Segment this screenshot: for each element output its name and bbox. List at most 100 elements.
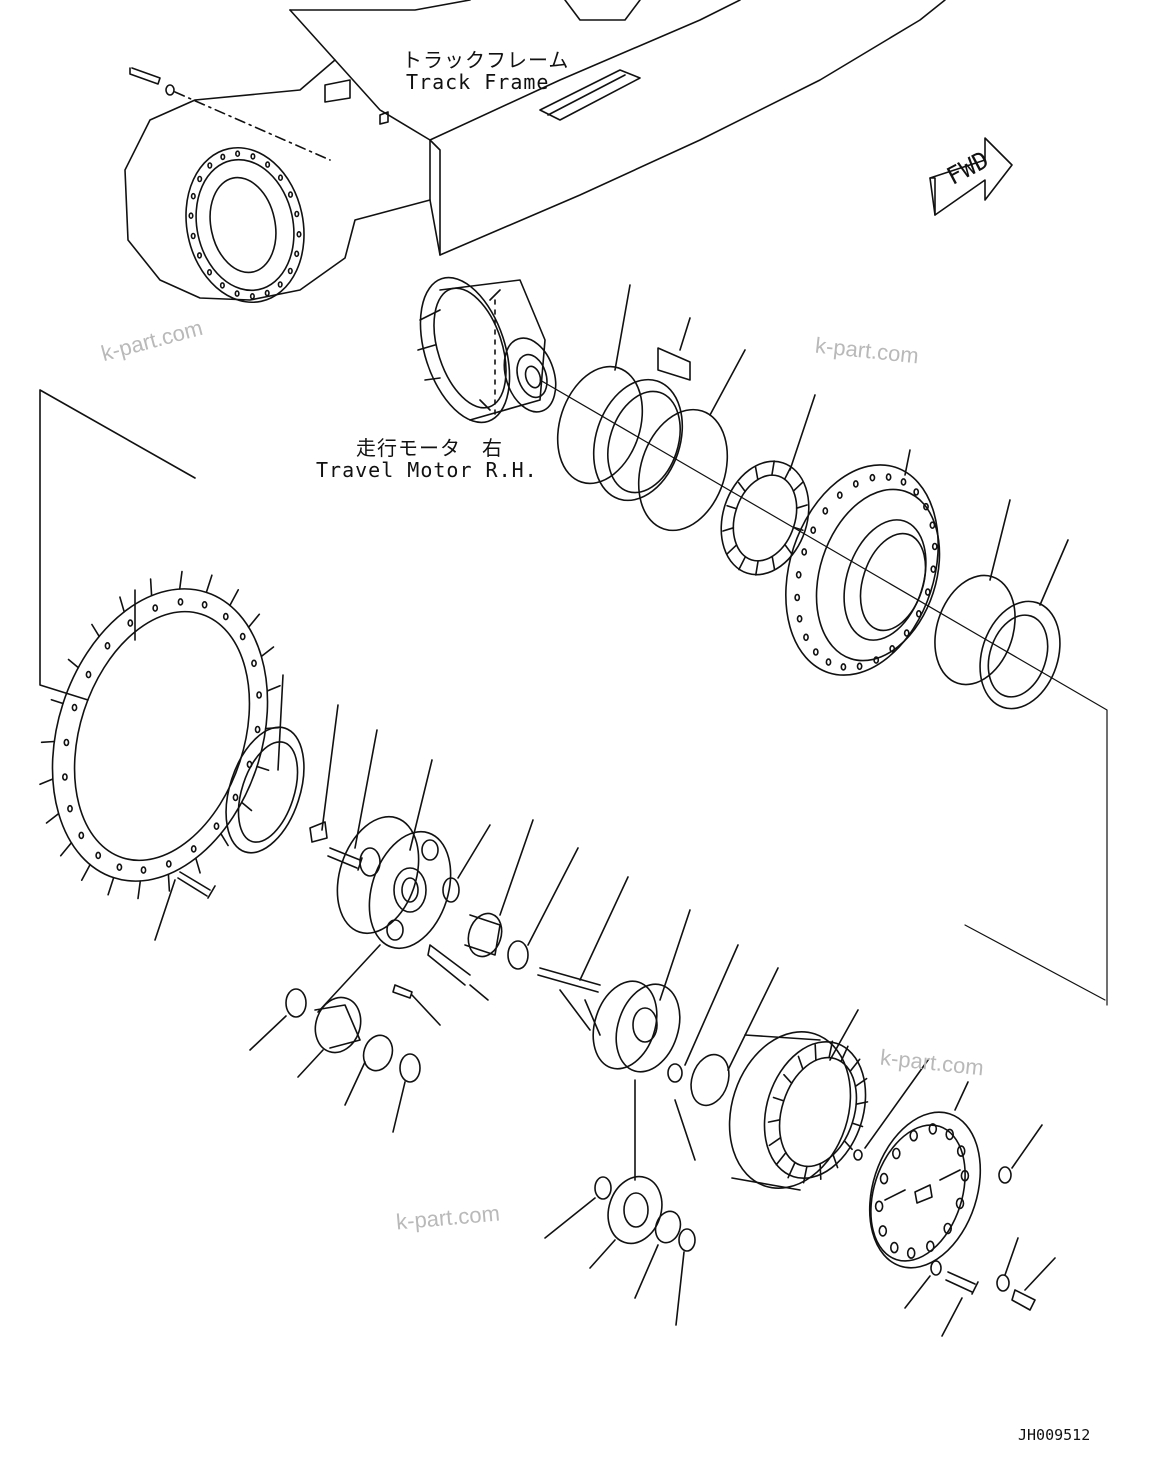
bolt-hole — [190, 192, 196, 200]
roller — [738, 555, 747, 571]
gear-tooth — [832, 1154, 839, 1169]
bolt-hole — [104, 641, 111, 650]
sprocket-tooth — [178, 570, 183, 590]
sprocket-tooth — [45, 812, 60, 824]
bolt-hole — [277, 174, 284, 181]
bolt-hole — [67, 804, 73, 813]
travel-motor — [417, 276, 1108, 1006]
gear-tooth — [819, 1162, 822, 1180]
cover-ring — [225, 674, 378, 871]
bolt-hole — [222, 612, 229, 621]
bolt-hole — [190, 232, 196, 240]
bolt-hole — [915, 609, 922, 618]
bolt-hole — [294, 250, 300, 258]
bolt-head — [945, 1128, 955, 1141]
track-frame — [124, 0, 946, 304]
small-parts — [392, 819, 629, 1036]
bolt-hole — [239, 632, 246, 641]
roller — [771, 555, 776, 571]
lower-bearings — [544, 1175, 696, 1326]
bolt-hole — [62, 773, 68, 781]
bolt-hole — [265, 161, 271, 168]
bolt-hole — [794, 593, 801, 602]
bolt-hole — [913, 488, 920, 496]
sprocket-tooth — [40, 740, 56, 744]
bolt-hole — [220, 153, 226, 161]
bolt-head — [928, 1123, 938, 1135]
bolt-hole — [213, 822, 220, 831]
roller — [771, 460, 776, 476]
bolt-hole — [249, 292, 255, 300]
bolt-hole — [287, 191, 294, 198]
sprocket-tooth — [39, 778, 54, 786]
bolt-hole — [207, 162, 213, 169]
sprocket-tooth — [59, 841, 73, 857]
bolt-head — [878, 1225, 888, 1237]
track-frame-label-jp: トラックフレーム — [402, 48, 570, 72]
bolt-hole — [201, 600, 208, 609]
sprocket-tooth — [247, 613, 261, 629]
gear-tooth — [854, 1077, 868, 1088]
gear-tooth — [840, 1045, 849, 1063]
roller — [726, 544, 738, 555]
bolt-hole — [900, 478, 907, 486]
sprocket-tooth — [266, 684, 281, 692]
ring-gear — [728, 1009, 869, 1191]
bolt-head — [909, 1129, 919, 1142]
sprocket-tooth — [91, 623, 100, 638]
bolt-hole — [931, 542, 938, 551]
roller — [722, 526, 735, 532]
bolt-hole — [206, 268, 213, 276]
sprocket — [39, 389, 281, 941]
bolt-hole — [85, 670, 92, 679]
bolt-hole — [889, 644, 896, 653]
sprocket-tooth — [149, 578, 153, 597]
bolt-hole — [930, 565, 937, 574]
bolt-hole — [197, 175, 203, 183]
bolt-hole — [836, 491, 843, 500]
bolt-head — [956, 1145, 966, 1157]
bolt-head — [925, 1240, 935, 1253]
roller — [792, 481, 804, 492]
bolt-hole — [296, 231, 302, 238]
sprocket-tooth — [260, 646, 275, 658]
bolt-hole — [116, 863, 123, 872]
bolt-hole — [803, 633, 809, 642]
bolt-hole — [929, 521, 936, 530]
bolt-hole — [822, 507, 829, 515]
bolt-hole — [885, 473, 892, 481]
sprocket-tooth — [240, 801, 253, 812]
sprocket-tooth — [256, 765, 270, 772]
gear-tooth — [783, 1073, 793, 1085]
bolt-hole — [924, 588, 931, 596]
bolt-hole — [825, 658, 832, 666]
bolt-hole — [190, 845, 197, 853]
gear-tooth — [828, 1040, 834, 1059]
bolt-hole — [795, 570, 802, 579]
track-frame-label-en: Track Frame — [406, 70, 550, 94]
sprocket-tooth — [137, 880, 142, 900]
bolt-hole — [264, 289, 270, 297]
sprocket-tooth — [220, 832, 229, 847]
hub — [785, 449, 941, 676]
sprocket-tooth — [205, 574, 213, 594]
roller — [726, 504, 738, 510]
gear-tooth — [775, 1151, 787, 1166]
bolt-head — [960, 1169, 970, 1182]
cover-plate — [853, 1059, 1056, 1337]
roller — [754, 560, 759, 576]
bolt-hole — [287, 267, 293, 275]
bolt-head — [943, 1222, 953, 1235]
bolt-hole — [903, 629, 910, 637]
bolt-head — [906, 1247, 916, 1259]
bolt-hole — [177, 598, 184, 606]
drawing-code: JH009512 — [1018, 1426, 1091, 1444]
gear-tooth — [814, 1044, 817, 1062]
carrier-2 — [592, 909, 779, 1181]
bolt-hole — [188, 212, 194, 219]
bolt-head — [874, 1200, 884, 1213]
gear-tooth — [849, 1058, 861, 1073]
right-bearing — [934, 499, 1069, 710]
